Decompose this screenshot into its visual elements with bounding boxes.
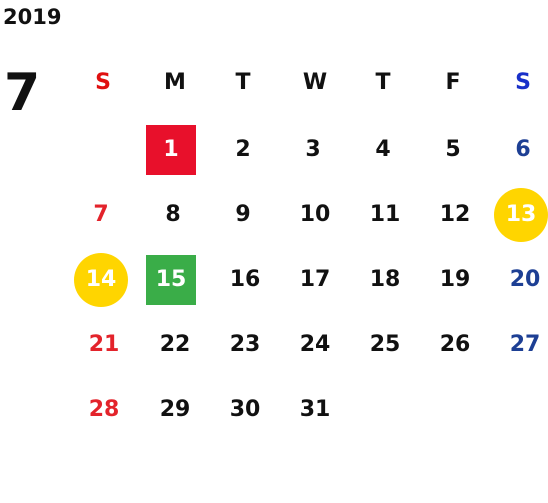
day-cell[interactable]: 21 (88, 332, 120, 357)
day-cell-highlighted[interactable]: 13 (494, 188, 548, 242)
weekday-saturday: S (515, 70, 531, 95)
day-cell[interactable]: 30 (229, 397, 261, 422)
weekday-header-row: S M T W T F S (68, 58, 548, 108)
day-cell[interactable]: 28 (88, 397, 120, 422)
day-cell[interactable]: 6 (515, 137, 531, 162)
calendar-year: 2019 (3, 5, 62, 29)
day-cell[interactable]: 24 (299, 332, 331, 357)
day-cell[interactable]: 4 (375, 137, 391, 162)
day-cell[interactable]: 20 (509, 267, 541, 292)
day-cell[interactable]: 25 (369, 332, 401, 357)
day-cell[interactable]: 11 (369, 202, 401, 227)
week-row: 1 2 3 4 5 6 (68, 125, 548, 175)
day-cell[interactable]: 23 (229, 332, 261, 357)
week-row: 28 29 30 31 (68, 385, 548, 435)
day-cell[interactable]: 7 (93, 202, 109, 227)
week-row: 7 8 9 10 11 12 13 (68, 188, 548, 242)
day-cell[interactable]: 22 (159, 332, 191, 357)
day-cell[interactable]: 31 (299, 397, 331, 422)
weekday-thursday: T (375, 70, 391, 95)
day-cell[interactable]: 17 (299, 267, 331, 292)
calendar-month: 7 (4, 63, 41, 123)
day-cell[interactable]: 9 (235, 202, 251, 227)
day-cell[interactable]: 27 (509, 332, 541, 357)
day-cell[interactable]: 26 (439, 332, 471, 357)
week-row: 21 22 23 24 25 26 27 (68, 320, 548, 370)
day-cell[interactable]: 29 (159, 397, 191, 422)
day-cell[interactable]: 5 (445, 137, 461, 162)
weekday-monday: M (164, 70, 186, 95)
day-cell[interactable] (78, 125, 128, 175)
day-cell[interactable]: 2 (235, 137, 251, 162)
weekday-sunday: S (95, 70, 111, 95)
day-cell[interactable]: 12 (439, 202, 471, 227)
day-cell-event[interactable]: 15 (146, 255, 196, 305)
day-cell[interactable]: 16 (229, 267, 261, 292)
day-cell[interactable]: 18 (369, 267, 401, 292)
day-cell[interactable]: 10 (299, 202, 331, 227)
week-row: 14 15 16 17 18 19 20 (68, 253, 548, 307)
day-cell[interactable]: 3 (305, 137, 321, 162)
weekday-friday: F (445, 70, 461, 95)
day-cell[interactable]: 8 (165, 202, 181, 227)
day-cell-holiday[interactable]: 1 (146, 125, 196, 175)
day-cell-highlighted[interactable]: 14 (74, 253, 128, 307)
weekday-tuesday: T (235, 70, 251, 95)
day-cell[interactable]: 19 (439, 267, 471, 292)
weekday-wednesday: W (302, 70, 328, 95)
